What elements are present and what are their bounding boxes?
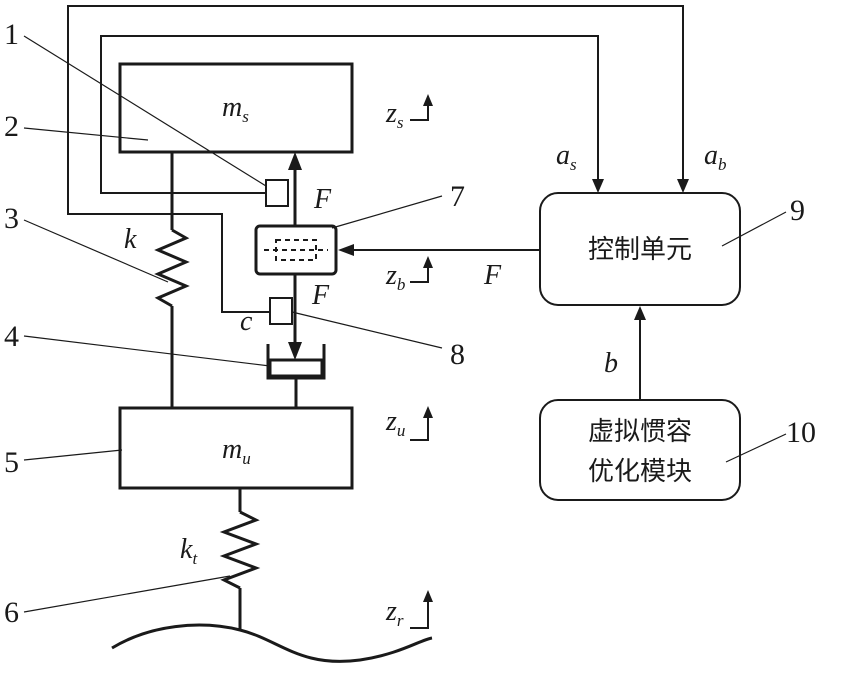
b-signal-arrowhead — [634, 306, 646, 320]
callout-4: 4 — [4, 320, 19, 353]
optimizer-label-line2: 优化模块 — [588, 457, 692, 487]
callout-6: 6 — [4, 596, 19, 629]
spring-label: k — [124, 224, 137, 255]
sensor-1 — [266, 180, 288, 206]
as-arrowhead — [592, 179, 604, 193]
displacement-zr: zr — [385, 590, 433, 630]
callout-8: 8 — [450, 338, 465, 371]
force-top-label: F — [313, 184, 332, 215]
callout-9: 9 — [790, 194, 805, 227]
optimizer-label-line1: 虚拟惯容 — [588, 417, 692, 447]
callout-10: 10 — [786, 416, 816, 449]
svg-text:zb: zb — [385, 260, 405, 294]
ab-arrowhead — [677, 179, 689, 193]
svg-text:zs: zs — [385, 98, 404, 132]
callout-5: 5 — [4, 446, 19, 479]
displacement-zs: zs — [385, 94, 433, 132]
road-profile — [112, 625, 432, 661]
svg-text:zu: zu — [385, 406, 405, 440]
force-bottom-label: F — [311, 280, 330, 311]
displacement-zb: zb — [385, 256, 433, 294]
displacement-zu: zu — [385, 406, 433, 440]
control-unit-label: 控制单元 — [588, 235, 692, 265]
ab-input-label: ab — [704, 140, 727, 174]
svg-text:zr: zr — [385, 596, 404, 630]
as-input-label: as — [556, 140, 577, 174]
b-signal-label: b — [604, 348, 618, 379]
sensor-8 — [270, 298, 292, 324]
damper-label: c — [240, 306, 253, 337]
force-signal-label: F — [483, 260, 502, 291]
tire-stiffness-label: kt — [180, 534, 198, 568]
callout-7: 7 — [450, 180, 465, 213]
tire-spring — [224, 488, 256, 630]
callout-3: 3 — [4, 202, 19, 235]
callout-1: 1 — [4, 18, 19, 51]
damper-piston — [270, 360, 322, 376]
force-signal-arrowhead — [338, 244, 354, 256]
callout-2: 2 — [4, 110, 19, 143]
